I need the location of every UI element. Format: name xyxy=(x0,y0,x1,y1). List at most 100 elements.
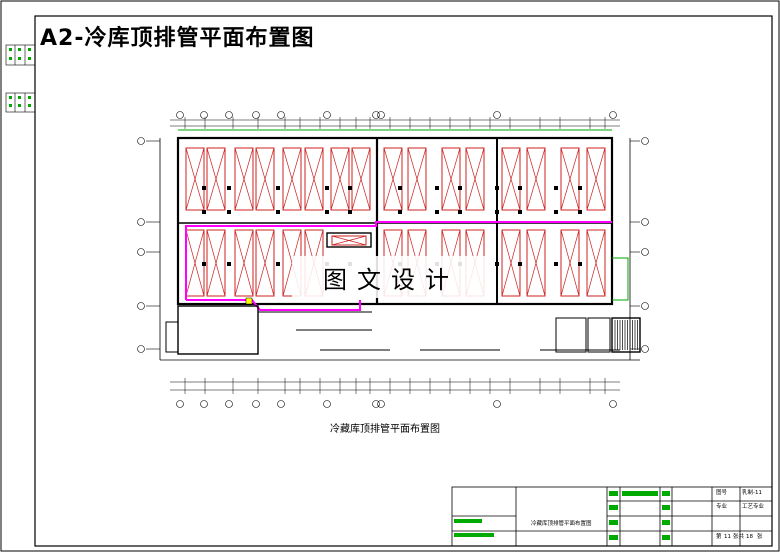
coil-frame xyxy=(206,229,226,297)
grid-bubble xyxy=(377,400,385,408)
column-mark xyxy=(348,210,352,214)
coil-frame xyxy=(206,147,226,211)
coil-diagonal xyxy=(586,229,606,297)
bottom-grid-bubbles xyxy=(176,400,617,408)
grid-bubble xyxy=(176,400,184,408)
grid-bubble xyxy=(137,302,145,310)
grid-bubble xyxy=(641,137,649,145)
coil-panel xyxy=(234,147,254,211)
coil-panel xyxy=(206,147,226,211)
bottom-dimension-lines xyxy=(170,381,620,391)
coil-panel xyxy=(383,147,403,211)
column-mark xyxy=(495,262,499,266)
coil-diagonal xyxy=(407,147,427,211)
grid-bubble xyxy=(641,218,649,226)
coil-diagonal xyxy=(586,147,606,211)
title-block-drawing-name: 冷藏库顶排管平面布置图 xyxy=(531,521,592,527)
coil-diagonal xyxy=(526,147,546,211)
inner-frame xyxy=(34,15,773,547)
column-mark xyxy=(276,210,280,214)
coil-diagonal xyxy=(282,147,302,211)
title-block-sheet-prefix: 第 xyxy=(716,534,722,540)
column-mark xyxy=(202,186,206,190)
column-mark xyxy=(276,186,280,190)
coil-panel xyxy=(330,147,350,211)
column-mark xyxy=(325,210,329,214)
grid-bubble xyxy=(372,111,380,119)
grid-ticks xyxy=(184,117,606,394)
drawing-title: A2-冷库顶排管平面布置图 xyxy=(40,26,315,51)
coil-frame xyxy=(441,147,461,211)
left-grid-bubbles xyxy=(137,137,160,353)
coil-diagonal xyxy=(206,147,226,211)
coil-frame xyxy=(304,147,324,211)
grid-bubble xyxy=(252,400,260,408)
column-mark xyxy=(518,186,522,190)
grid-bubble xyxy=(277,400,285,408)
column-mark xyxy=(554,210,558,214)
coil-panel xyxy=(501,229,521,297)
grid-bubble xyxy=(137,248,145,256)
coil-frame xyxy=(586,229,606,297)
grid-bubble xyxy=(493,400,501,408)
binding-strip xyxy=(5,44,36,113)
title-block-sheet-mid: 张共 xyxy=(733,534,745,540)
coil-panel xyxy=(407,147,427,211)
coil-frame xyxy=(234,147,254,211)
coil-panel xyxy=(351,147,371,211)
coil-frame xyxy=(255,229,275,297)
coil-panel xyxy=(526,229,546,297)
column-mark xyxy=(227,210,231,214)
coil-panel xyxy=(465,147,485,211)
column-mark xyxy=(435,186,439,190)
right-green-pipe xyxy=(612,257,629,301)
grid-bubble xyxy=(323,400,331,408)
coil-diagonal xyxy=(234,147,254,211)
coil-panel xyxy=(586,147,606,211)
grid-bubble xyxy=(200,111,208,119)
coil-frame xyxy=(282,147,302,211)
title-block-sheet-no: 11 xyxy=(724,534,731,540)
central-unit xyxy=(326,232,372,248)
grid-bubble xyxy=(641,302,649,310)
coil-diagonal xyxy=(526,229,546,297)
coil-panel xyxy=(185,229,205,297)
column-mark xyxy=(578,262,582,266)
coil-panel xyxy=(185,147,205,211)
column-mark xyxy=(435,210,439,214)
grid-bubble xyxy=(323,111,331,119)
column-mark xyxy=(202,262,206,266)
coil-diagonal xyxy=(234,229,254,297)
coil-diagonal xyxy=(465,147,485,211)
coil-diagonal xyxy=(206,229,226,297)
coil-diagonal xyxy=(501,229,521,297)
title-block xyxy=(451,486,773,547)
title-block-drawing-no-label: 图号 xyxy=(716,490,728,496)
coil-diagonal xyxy=(441,147,461,211)
column-mark xyxy=(202,210,206,214)
title-block-sheet-total: 18 xyxy=(746,534,753,540)
binding-strip-marks xyxy=(9,48,31,107)
grid-bubble xyxy=(493,111,501,119)
coil-frame xyxy=(501,147,521,211)
watermark: 图文设计 xyxy=(292,256,490,298)
coil-frame xyxy=(255,147,275,211)
coil-diagonal xyxy=(351,147,371,211)
coil-panel xyxy=(441,147,461,211)
coil-panel xyxy=(560,229,580,297)
top-dimension-lines xyxy=(170,119,620,127)
grid-bubble xyxy=(137,345,145,353)
stair-treads xyxy=(614,320,638,350)
title-block-drawing-no: 乳制-11 xyxy=(742,490,762,496)
grid-bubble xyxy=(641,248,649,256)
title-block-sheet-suffix: 张 xyxy=(757,534,763,540)
column-mark xyxy=(227,262,231,266)
coil-diagonal xyxy=(383,147,403,211)
column-mark xyxy=(458,186,462,190)
grid-bubble xyxy=(277,111,285,119)
column-mark xyxy=(276,262,280,266)
coil-frame xyxy=(330,147,350,211)
title-block-specialty-label: 专业 xyxy=(716,504,728,510)
coil-panel xyxy=(255,229,275,297)
grid-bubble xyxy=(641,345,649,353)
